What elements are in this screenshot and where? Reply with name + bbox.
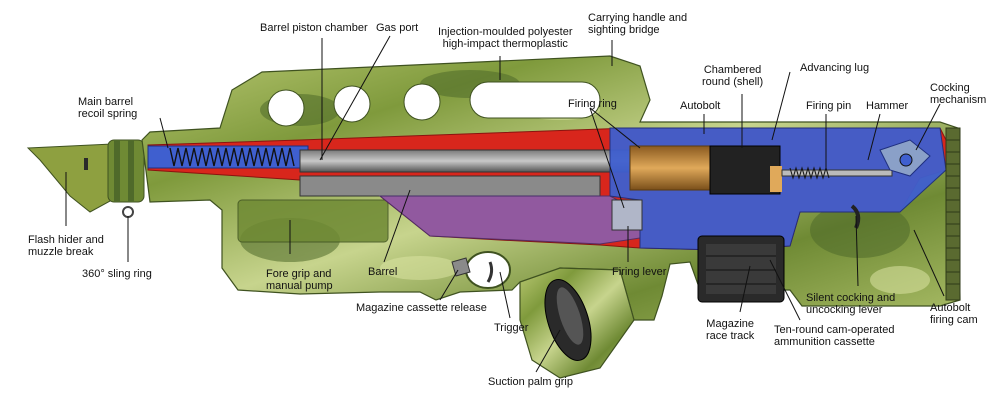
leader-lines — [65, 35, 945, 373]
firing-pin-spring — [789, 166, 830, 180]
handle-holes — [267, 81, 601, 127]
chambered-round — [709, 145, 781, 195]
hammer-part — [879, 139, 931, 177]
firing-ring-part — [611, 199, 643, 231]
magazine-cassette — [697, 235, 785, 303]
butt-ribs — [946, 139, 960, 285]
firing-pin-rod — [781, 169, 893, 177]
label-barrel: Barrel — [368, 266, 398, 278]
label-firing-pin: Firing pin — [806, 100, 852, 112]
label-sling-ring: 360° sling ring — [82, 268, 152, 280]
barrel-tube — [299, 149, 631, 173]
main-spring — [169, 147, 295, 167]
silent-cocking-lever — [850, 204, 861, 229]
label-barrel-piston-chamber: Barrel piston chamber — [260, 22, 368, 34]
label-firing-ring: Firing ring — [568, 98, 617, 110]
label-firing-lever: Firing lever — [612, 266, 667, 278]
label-hammer: Hammer — [866, 100, 909, 112]
label-autobolt: Autobolt — [680, 100, 721, 112]
shell-base — [770, 166, 782, 192]
sling-ring — [122, 206, 134, 218]
trigger-guard — [465, 251, 511, 289]
muzzle-collar — [107, 139, 145, 203]
barrel-lower — [299, 175, 601, 197]
label-advancing-lug: Advancing lug — [800, 62, 870, 74]
butt-plate — [945, 127, 961, 301]
label-suction-grip: Suction palm grip — [488, 376, 573, 388]
label-gas-port: Gas port — [376, 22, 419, 34]
fore-grip — [237, 199, 389, 243]
label-magazine-release: Magazine cassette release — [356, 302, 487, 314]
label-trigger: Trigger — [494, 322, 529, 334]
magazine-release-tab — [451, 257, 471, 277]
flash-hider — [26, 143, 113, 213]
